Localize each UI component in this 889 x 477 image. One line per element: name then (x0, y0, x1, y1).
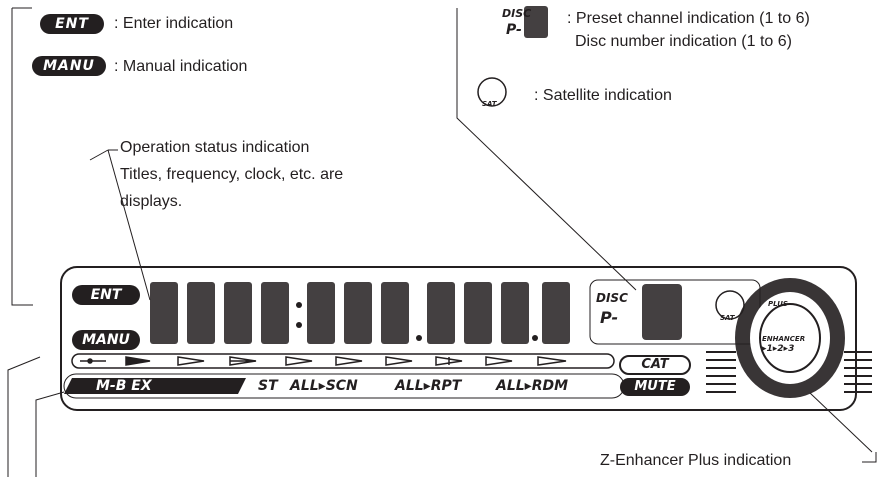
level-meter-row (71, 353, 615, 369)
bar-graph-lines (706, 351, 872, 393)
mute-indicator (620, 378, 690, 396)
operation-line3: displays. (120, 193, 183, 210)
segment-digits (150, 282, 570, 344)
p-legend-prefix: P- (506, 22, 522, 38)
ent-indicator-text: ENT (90, 287, 122, 303)
preset-legend-label: : Preset channel indication (1 to 6) (567, 10, 810, 27)
mode-bar-highlight (64, 378, 246, 394)
preset-leader (456, 106, 637, 291)
disc-legend-prefix: DISC (502, 7, 532, 20)
operation-line2: Titles, frequency, clock, etc. are (120, 166, 344, 183)
mode-leader (35, 391, 65, 477)
sat-legend-label: : Satellite indication (534, 87, 672, 104)
mode-all-scn: ALL▸SCN (290, 378, 358, 394)
mode-all-rdm: ALL▸RDM (496, 378, 569, 394)
enhancer-steps: ▸1▸2▸3 (762, 344, 795, 354)
disc-legend-label: Disc number indication (1 to 6) (575, 33, 792, 50)
operation-leader-down (107, 149, 151, 301)
ent-leader-line (11, 8, 33, 306)
mode-st: ST (258, 378, 278, 394)
mode-all-rpt: ALL▸RPT (395, 378, 462, 394)
sat-icon-text: SAT (720, 314, 735, 322)
cat-indicator (619, 355, 691, 375)
zenhancer-legend-label: Z-Enhancer Plus indication (600, 452, 792, 469)
disc-prefix: DISC (596, 291, 628, 305)
manu-indicator (72, 330, 140, 350)
sat-legend-icon (477, 77, 507, 107)
disc-number-digit (642, 284, 682, 340)
sat-legend-text: SAT (482, 100, 497, 108)
plus-label: PLUS (768, 300, 788, 308)
sat-indicator-icon (715, 290, 745, 320)
mode-mbex: M-B EX (96, 378, 152, 394)
cat-indicator-text: CAT (641, 357, 669, 372)
z-enhancer-dial (735, 278, 845, 398)
operation-leader (89, 149, 118, 161)
manu-indicator-text: MANU (82, 332, 130, 348)
manu-legend-label: : Manual indication (114, 58, 248, 75)
level-leader (7, 356, 41, 477)
display-panel-outline (60, 266, 857, 411)
ent-badge-legend: ENT (40, 14, 104, 34)
ent-indicator (72, 285, 140, 305)
mute-indicator-text: MUTE (634, 379, 676, 394)
enhancer-label: ENHANCER (762, 335, 806, 343)
zenhancer-leader (809, 392, 877, 463)
ent-legend-label: : Enter indication (114, 15, 234, 32)
manu-badge-legend: MANU (32, 56, 106, 76)
p-prefix: P- (600, 308, 619, 327)
disc-legend-digit (524, 6, 548, 38)
operation-line1: Operation status indication (120, 139, 310, 156)
